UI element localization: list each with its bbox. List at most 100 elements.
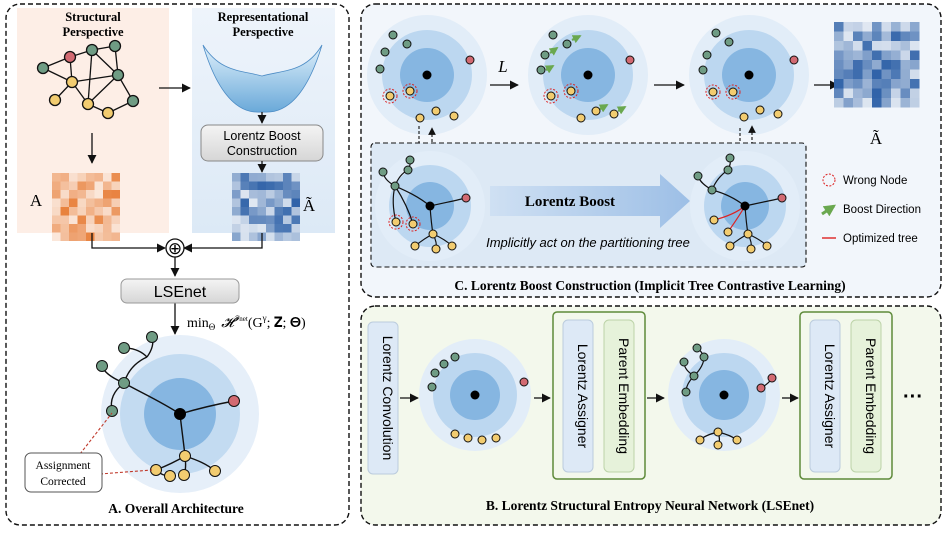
heatmap-cell bbox=[881, 22, 891, 32]
heatmap-cell bbox=[853, 60, 863, 70]
heatmap-cell bbox=[86, 173, 95, 182]
heatmap-cell bbox=[834, 50, 844, 60]
heatmap-cell bbox=[249, 181, 258, 190]
heatmap-cell bbox=[52, 173, 61, 182]
heatmap-cell bbox=[843, 41, 853, 51]
heatmap-cell bbox=[843, 79, 853, 89]
heatmap-cell bbox=[834, 31, 844, 41]
heatmap-cell bbox=[274, 173, 283, 182]
heatmap-cell bbox=[862, 88, 872, 98]
heatmap-cell bbox=[283, 181, 292, 190]
disk-c1 bbox=[367, 15, 487, 135]
heatmap-cell bbox=[94, 190, 103, 199]
heatmap-cell bbox=[891, 50, 901, 60]
heatmap-cell bbox=[843, 60, 853, 70]
heatmap-cell bbox=[240, 173, 249, 182]
heatmap-cell bbox=[69, 190, 78, 199]
heatmap-cell bbox=[900, 41, 910, 51]
heatmap-cell bbox=[910, 60, 920, 70]
heatmap-cell bbox=[910, 22, 920, 32]
heatmap-cell bbox=[291, 190, 300, 199]
boosted-heatmap bbox=[232, 173, 300, 241]
heatmap-cell bbox=[881, 41, 891, 51]
hyperbolic-bowl bbox=[202, 44, 323, 113]
heatmap-cell bbox=[60, 232, 69, 241]
heatmap-cell bbox=[872, 50, 882, 60]
heatmap-cell bbox=[232, 198, 241, 207]
heatmap-cell bbox=[77, 232, 86, 241]
parent-label-1: Parent Embedding bbox=[616, 338, 632, 454]
heatmap-cell bbox=[86, 224, 95, 233]
representational-title-l1: Representational bbox=[218, 10, 309, 24]
objective-min: min bbox=[187, 316, 209, 331]
heatmap-cell bbox=[257, 215, 266, 224]
heatmap-cell bbox=[900, 79, 910, 89]
heatmap-cell bbox=[910, 69, 920, 79]
heatmap-cell bbox=[872, 41, 882, 51]
heatmap-cell bbox=[257, 173, 266, 182]
assignment-l1: Assignment bbox=[36, 460, 92, 472]
assignment-box bbox=[24, 452, 103, 493]
heatmap-cell bbox=[881, 98, 891, 108]
heatmap-cell bbox=[853, 22, 863, 32]
heatmap-cell bbox=[257, 198, 266, 207]
conv-block bbox=[367, 321, 399, 475]
layer-box-1 bbox=[552, 311, 646, 480]
heatmap-cell bbox=[834, 88, 844, 98]
heatmap-cell bbox=[94, 198, 103, 207]
heatmap-cell bbox=[291, 207, 300, 216]
heatmap-cell bbox=[274, 232, 283, 241]
heatmap-cell bbox=[862, 69, 872, 79]
heatmap-cell bbox=[111, 224, 120, 233]
disk-c3 bbox=[689, 15, 809, 135]
heatmap-cell bbox=[103, 181, 112, 190]
heatmap-cell bbox=[862, 31, 872, 41]
heatmap-cell bbox=[274, 215, 283, 224]
heatmap-cell bbox=[853, 31, 863, 41]
heatmap-cell bbox=[52, 198, 61, 207]
heatmap-cell bbox=[77, 190, 86, 199]
heatmap-cell bbox=[283, 190, 292, 199]
heatmap-cell bbox=[853, 79, 863, 89]
heatmap-cell bbox=[891, 98, 901, 108]
heatmap-cell bbox=[52, 190, 61, 199]
heatmap-cell bbox=[900, 31, 910, 41]
assigner-block-1 bbox=[562, 319, 594, 473]
heatmap-cell bbox=[60, 190, 69, 199]
heatmap-cell bbox=[872, 31, 882, 41]
heatmap-cell bbox=[910, 88, 920, 98]
heatmap-cell bbox=[834, 60, 844, 70]
heatmap-cell bbox=[232, 190, 241, 199]
heatmap-cell bbox=[94, 215, 103, 224]
heatmap-cell bbox=[274, 190, 283, 199]
heatmap-cell bbox=[111, 198, 120, 207]
loss-label: L bbox=[497, 57, 507, 76]
heatmap-cell bbox=[274, 207, 283, 216]
heatmap-cell bbox=[103, 190, 112, 199]
heatmap-cell bbox=[891, 79, 901, 89]
heatmap-cell bbox=[249, 215, 258, 224]
heatmap-cell bbox=[872, 60, 882, 70]
heatmap-cell bbox=[60, 173, 69, 182]
heatmap-cell bbox=[900, 88, 910, 98]
partition-tree-disk bbox=[96, 331, 259, 493]
heatmap-cell bbox=[94, 181, 103, 190]
heatmap-cell bbox=[111, 232, 120, 241]
heatmap-cell bbox=[853, 98, 863, 108]
heatmap-cell bbox=[834, 22, 844, 32]
heatmap-cell bbox=[257, 224, 266, 233]
heatmap-cell bbox=[257, 207, 266, 216]
representational-title-l2: Perspective bbox=[232, 25, 294, 39]
combine-symbol: ⊕ bbox=[168, 239, 182, 258]
heatmap-cell bbox=[103, 232, 112, 241]
panel-c: L bbox=[360, 3, 942, 298]
heatmap-cell bbox=[266, 232, 275, 241]
panel-a-arrows bbox=[87, 83, 267, 335]
heatmap-cell bbox=[266, 215, 275, 224]
heatmap-cell bbox=[881, 50, 891, 60]
objective-rest: ; 𝐙; 𝚯) bbox=[267, 316, 306, 331]
heatmap-cell bbox=[881, 88, 891, 98]
heatmap-cell bbox=[249, 198, 258, 207]
heatmap-cell bbox=[94, 224, 103, 233]
heatmap-cell bbox=[249, 173, 258, 182]
